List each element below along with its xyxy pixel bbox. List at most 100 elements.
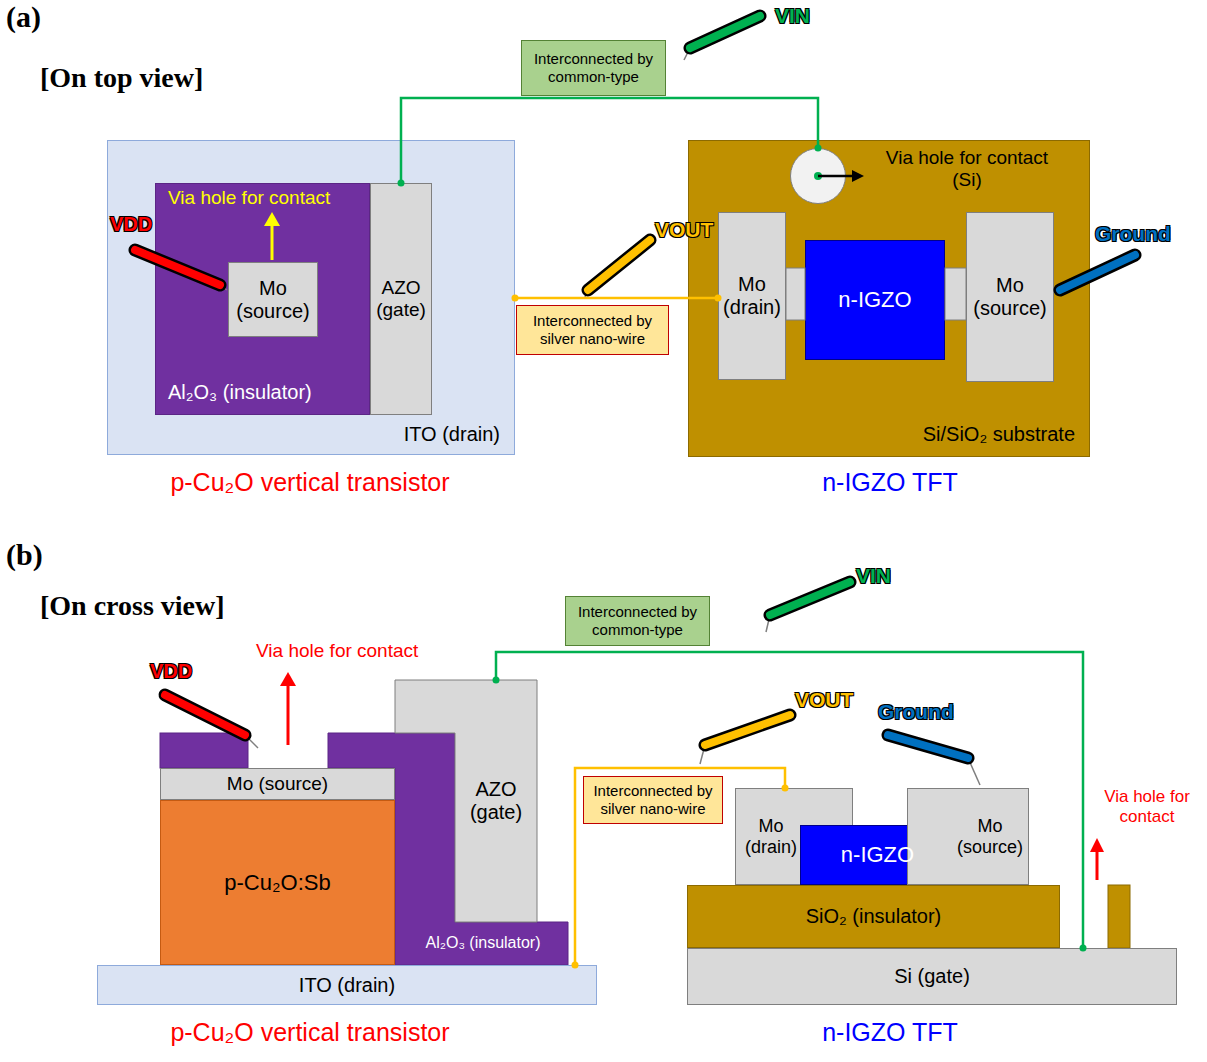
via-arrowhead <box>1090 838 1104 852</box>
node-text: Via hole for contact (Si) <box>873 147 1061 191</box>
text-label: n-IGZO TFT <box>822 468 958 496</box>
label-holder: p-Cu₂O vertical transistor <box>110 1018 510 1047</box>
insulator-layer: Al₂O₃ (insulator)Mo (source) <box>155 183 370 415</box>
label-holder: p-Cu₂O vertical transistor <box>110 468 510 497</box>
text-label: VOUT <box>795 688 853 711</box>
edge-label: Interconnected by silver nano-wire <box>522 312 663 348</box>
node-text: SiO₂ (insulator) <box>806 905 942 928</box>
label-holder: Via hole for contact <box>1093 787 1201 826</box>
text-label: VDD <box>110 213 152 235</box>
label-holder: n-IGZO TFT <box>690 468 1090 497</box>
al2o3-left-piece <box>160 733 248 768</box>
label-holder: VIN <box>775 4 810 28</box>
node-text: ITO (drain) <box>404 423 500 446</box>
node-text: Mo (source) <box>233 277 313 323</box>
node-text: Si (gate) <box>894 965 970 988</box>
probe-body <box>1060 255 1135 290</box>
text-label: [On top view] <box>40 62 203 93</box>
label-holder: VIN <box>856 564 891 588</box>
probe-body <box>135 250 220 285</box>
insulator-layer: SiO₂ (insulator) <box>687 885 1060 948</box>
label-holder: VDD <box>150 660 192 683</box>
interconnect-label-box: Interconnected by common-type <box>565 596 710 646</box>
label-holder: Ground <box>1095 222 1171 246</box>
label-holder: VOUT <box>655 218 713 242</box>
text-label: Ground <box>878 700 954 723</box>
gate-electrode: AZO (gate) <box>455 680 537 922</box>
edge-label: Interconnected by common-type <box>527 50 660 86</box>
probe-group <box>135 16 1135 785</box>
label-holder: Via hole for contact <box>256 640 418 662</box>
text-label: Via hole for contact <box>1104 787 1190 826</box>
panel-letter: (b) <box>6 538 43 571</box>
probe-body <box>588 240 650 290</box>
interconnect-label-box: Interconnected by silver nano-wire <box>516 305 669 355</box>
via-arrowhead <box>852 170 864 182</box>
node-text: Mo (source) <box>955 816 1025 857</box>
channel-layer: n-IGZO <box>805 240 945 360</box>
drain-electrode: ITO (drain) <box>97 965 597 1005</box>
wire-dot <box>782 785 789 792</box>
probe-body <box>165 695 245 735</box>
interconnect-wire <box>401 98 818 183</box>
sio2-side-piece <box>1108 885 1130 948</box>
gate-electrode: AZO (gate) <box>370 183 432 415</box>
node-text: Mo (drain) <box>740 816 802 857</box>
label-holder: VDD <box>110 213 152 236</box>
via-arrow <box>818 175 854 178</box>
edge-label: Interconnected by silver nano-wire <box>589 782 717 818</box>
text-label: [On cross view] <box>40 590 225 621</box>
probe-body <box>705 715 790 745</box>
label-holder: Ground <box>878 700 954 724</box>
interconnect-label-box: Interconnected by common-type <box>521 40 666 96</box>
text-label: Ground <box>1095 222 1171 245</box>
insulator-layer: Al₂O₃ (insulator) <box>398 922 568 965</box>
label-holder: (a) <box>6 0 41 35</box>
source-electrode: Mo (source) <box>966 212 1054 382</box>
text-label: p-Cu₂O vertical transistor <box>170 468 449 496</box>
wire-dot <box>815 145 822 152</box>
text-label: VIN <box>856 564 891 587</box>
via-arrow <box>287 684 290 745</box>
wire-dot <box>398 180 405 187</box>
contact-pad <box>786 268 805 320</box>
edge-label: Interconnected by common-type <box>571 603 704 639</box>
node-text: ITO (drain) <box>299 974 395 997</box>
semiconductor-layer: p-Cu₂O:Sb <box>160 800 395 965</box>
text-label: VDD <box>150 660 192 682</box>
wire-dot <box>512 295 519 302</box>
text-label: Via hole for contact <box>168 187 330 208</box>
via-arrowhead <box>264 212 280 226</box>
probe-body <box>888 735 968 758</box>
probe-body <box>1060 255 1135 290</box>
node-text: AZO (gate) <box>458 778 534 824</box>
node-text: p-Cu₂O:Sb <box>224 870 330 895</box>
probe-body <box>588 240 650 290</box>
node-text: Mo (drain) <box>722 273 782 319</box>
node-text: n-IGZO <box>838 287 911 312</box>
node-text: Mo (source) <box>227 773 328 795</box>
label-holder: [On top view] <box>40 62 203 94</box>
via-arrowhead <box>280 672 296 686</box>
interconnect-wire <box>515 297 718 300</box>
wire-dot <box>715 295 722 302</box>
wire-dot <box>493 677 500 684</box>
text-label: Via hole for contact <box>256 640 418 661</box>
via-arrow <box>271 224 274 260</box>
node-text: Si/SiO₂ substrate <box>923 423 1075 446</box>
text-label: VIN <box>775 4 810 27</box>
text-label: n-IGZO TFT <box>822 1018 958 1046</box>
probe-body <box>705 715 790 745</box>
substrate-panel: Si/SiO₂ substrate Via hole for contact (S… <box>688 140 1090 457</box>
interconnect-wire <box>496 652 1083 948</box>
text-label: VOUT <box>655 218 713 241</box>
drain-electrode: Mo (drain) <box>718 212 786 380</box>
probe-body <box>690 16 760 48</box>
panel-letter: (a) <box>6 0 41 33</box>
source-electrode: Mo (source) <box>160 768 395 800</box>
wire-dot <box>1080 945 1087 952</box>
interconnect-label-box: Interconnected by silver nano-wire <box>583 776 723 824</box>
node-text: Al₂O₃ (insulator) <box>426 934 541 952</box>
probe-body <box>770 582 850 615</box>
node-text: AZO (gate) <box>374 277 428 321</box>
